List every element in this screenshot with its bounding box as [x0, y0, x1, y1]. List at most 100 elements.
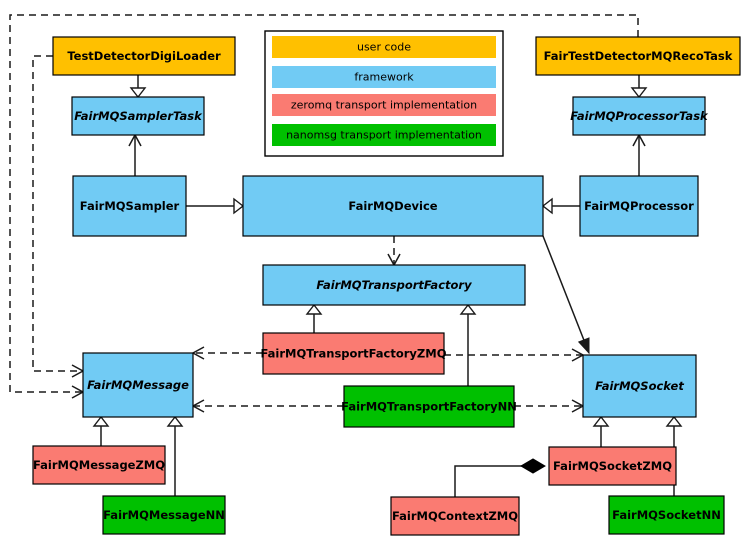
class-box-fill — [390, 496, 520, 536]
generalization-arrowhead — [459, 303, 477, 315]
class-box-label: FairMQSocketNN — [612, 508, 721, 522]
class-box-FairMQDevice[interactable]: FairMQDevice — [242, 175, 544, 237]
edge-dep-device-transportfactory — [387, 236, 401, 267]
class-box-label: FairMQSampler — [80, 199, 180, 213]
class-box-TestDetectorDigiLoader[interactable]: TestDetectorDigiLoader — [52, 36, 236, 76]
edge-inherit-socketzmq-socket — [592, 415, 610, 447]
class-box-FairMQTransportFactoryZMQ[interactable]: FairMQTransportFactoryZMQ — [260, 332, 447, 375]
class-box-fill — [579, 175, 699, 237]
edge-assoc-device-socket — [542, 235, 590, 355]
class-box-label: FairMQDevice — [348, 199, 437, 213]
class-box-FairMQProcessorTask[interactable]: FairMQProcessorTask — [570, 96, 709, 136]
generalization-arrowhead — [233, 197, 245, 215]
generalization-arrowhead — [630, 87, 648, 99]
legend-label: user code — [357, 41, 411, 54]
generalization-arrowhead — [305, 303, 323, 315]
class-box-FairMQSocketNN[interactable]: FairMQSocketNN — [608, 495, 725, 535]
legend-swatch — [272, 124, 496, 146]
class-box-fill — [72, 175, 187, 237]
class-box-label: FairMQContextZMQ — [392, 509, 518, 523]
legend-label: zeromq transport implementation — [291, 99, 477, 112]
edge-path — [454, 465, 537, 497]
class-box-FairMQSocket[interactable]: FairMQSocket — [582, 354, 697, 418]
class-box-FairMQMessageNN[interactable]: FairMQMessageNN — [102, 495, 226, 535]
edge-inherit-sampler-device — [186, 197, 245, 215]
edge-inherit-sampler-samplertask — [128, 133, 142, 176]
legend-label: framework — [354, 71, 414, 84]
class-box-label: FairMQSocket — [595, 379, 684, 393]
edge-assoc-processor-processortask — [632, 133, 646, 176]
class-box-label: FairMQTransportFactory — [316, 278, 472, 292]
class-box-FairMQContextZMQ[interactable]: FairMQContextZMQ — [390, 496, 520, 536]
legend-layer: user code framework zeromq transport imple… — [264, 30, 504, 157]
class-box-fill — [572, 96, 706, 136]
class-box-fill — [262, 264, 526, 306]
edge-inherit-messagenn-message — [166, 415, 184, 496]
boxes-layer: TestDetectorDigiLoader FairTestDetectorMQ… — [32, 36, 741, 536]
generalization-arrowhead — [541, 197, 553, 215]
class-box-FairMQSampler[interactable]: FairMQSampler — [72, 175, 187, 237]
legend-item-1: framework — [272, 66, 496, 88]
legend-label: nanomsg transport implementation — [286, 129, 482, 142]
class-box-FairMQMessageZMQ[interactable]: FairMQMessageZMQ — [32, 445, 166, 485]
class-box-FairTestDetectorMQRecoTask[interactable]: FairTestDetectorMQRecoTask — [535, 36, 741, 76]
generalization-arrowhead — [92, 415, 110, 427]
class-box-fill — [548, 446, 677, 486]
class-box-label: FairMQMessageNN — [103, 508, 225, 522]
class-box-fill — [102, 495, 226, 535]
generalization-arrowhead — [592, 415, 610, 427]
class-box-fill — [262, 332, 445, 375]
legend-swatch — [272, 94, 496, 116]
class-box-label: FairMQProcessor — [584, 199, 694, 213]
edge-dep-factorynn-message — [191, 399, 344, 413]
class-box-fill — [535, 36, 741, 76]
edge-composition-socketzmq-contextzmq — [454, 458, 546, 497]
legend-item-2: zeromq transport implementation — [272, 94, 496, 116]
generalization-arrowhead — [129, 87, 147, 99]
edge-path — [542, 235, 590, 354]
legend-item-3: nanomsg transport implementation — [272, 124, 496, 146]
edge-inherit-factorynn-factory — [459, 303, 477, 386]
edge-inherit-digiloader-samplertask — [129, 75, 147, 99]
class-box-label: FairMQProcessorTask — [570, 109, 709, 123]
class-box-fill — [582, 354, 697, 418]
composition-diamond — [520, 458, 546, 474]
class-box-fill — [52, 36, 236, 76]
edge-path — [9, 14, 639, 393]
legend: user code framework zeromq transport imple… — [264, 30, 504, 157]
class-box-fill — [343, 385, 515, 428]
class-box-fill — [242, 175, 544, 237]
class-box-label: FairMQTransportFactoryZMQ — [260, 347, 446, 361]
class-box-label: FairMQSamplerTask — [74, 109, 203, 123]
class-box-fill — [608, 495, 725, 535]
legend-swatch — [272, 66, 496, 88]
class-box-fill — [82, 352, 194, 418]
solid-arrowhead — [577, 337, 590, 355]
class-box-label: FairMQSocketZMQ — [553, 459, 672, 473]
class-box-FairMQTransportFactoryNN[interactable]: FairMQTransportFactoryNN — [341, 385, 517, 428]
class-box-FairMQProcessor[interactable]: FairMQProcessor — [579, 175, 699, 237]
class-box-label: FairTestDetectorMQRecoTask — [544, 49, 733, 63]
class-box-fill — [32, 445, 166, 485]
generalization-arrowhead — [665, 415, 683, 427]
class-box-FairMQSamplerTask[interactable]: FairMQSamplerTask — [71, 96, 205, 136]
class-box-FairMQSocketZMQ[interactable]: FairMQSocketZMQ — [548, 446, 677, 486]
edge-dep-factorynn-socket — [514, 399, 585, 413]
class-box-label: FairMQMessage — [87, 378, 189, 392]
edge-dep-factoryzmq-socket — [444, 348, 585, 362]
edge-inherit-messagezmq-message — [92, 415, 110, 446]
legend-item-0: user code — [272, 36, 496, 58]
edge-path — [32, 55, 83, 372]
edge-inherit-processor-device — [541, 197, 580, 215]
edge-inherit-recotask-processortask — [630, 75, 648, 99]
class-box-label: FairMQTransportFactoryNN — [341, 400, 517, 414]
class-box-FairMQTransportFactory[interactable]: FairMQTransportFactory — [262, 264, 526, 306]
generalization-arrowhead — [166, 415, 184, 427]
edge-dep-factoryzmq-message — [191, 346, 263, 360]
class-box-fill — [71, 96, 205, 136]
edge-inherit-factoryzmq-factory — [305, 303, 323, 333]
class-box-label: TestDetectorDigiLoader — [67, 49, 221, 63]
class-box-FairMQMessage[interactable]: FairMQMessage — [82, 352, 194, 418]
